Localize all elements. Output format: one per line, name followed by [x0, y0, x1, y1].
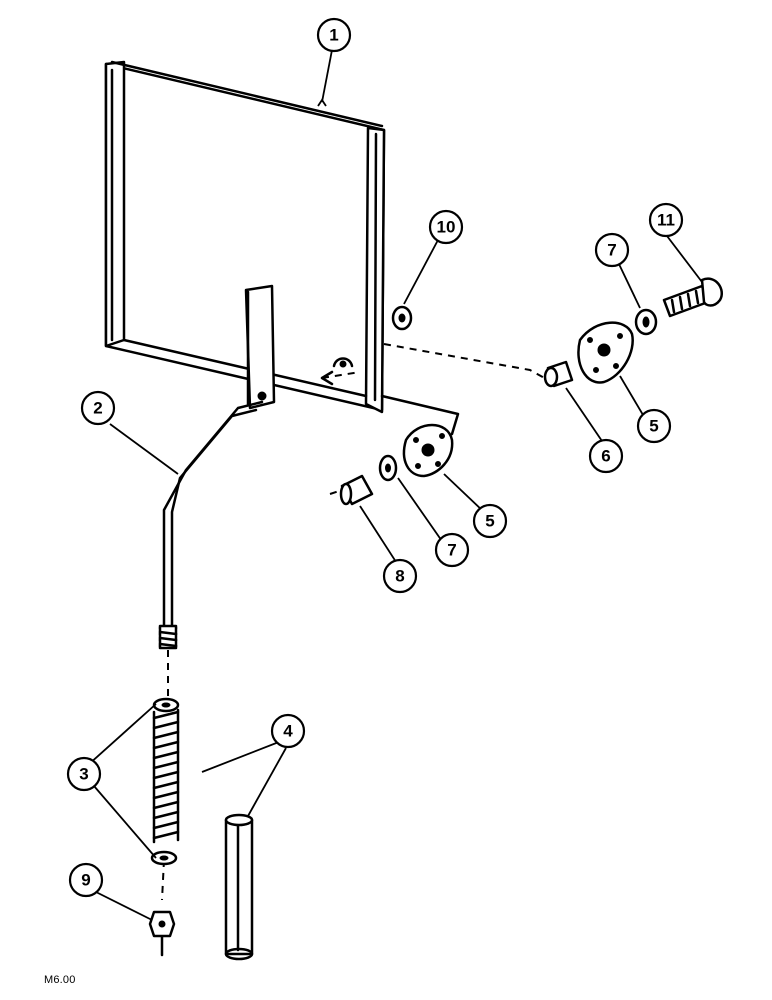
nut	[148, 910, 176, 938]
callout-2: 2	[80, 390, 116, 426]
svg-text:9: 9	[81, 871, 90, 890]
svg-text:11: 11	[657, 211, 675, 230]
callout-3: 3	[66, 756, 102, 792]
svg-text:6: 6	[601, 447, 610, 466]
svg-text:5: 5	[649, 417, 658, 436]
bent-rod	[158, 400, 264, 650]
right-pivot-assembly	[391, 277, 723, 388]
callout-5-upper: 5	[636, 408, 672, 444]
callout-7-lower: 7	[434, 532, 470, 568]
svg-text:10: 10	[437, 218, 456, 237]
callout-5-lower: 5	[472, 503, 508, 539]
svg-text:8: 8	[395, 567, 404, 586]
callout-6: 6	[588, 438, 624, 474]
svg-text:4: 4	[283, 722, 293, 741]
callout-9: 9	[68, 862, 104, 898]
svg-text:7: 7	[607, 241, 616, 260]
callout-1: 1	[316, 17, 352, 53]
callout-11: 11	[648, 202, 684, 238]
callout-8: 8	[382, 558, 418, 594]
svg-text:3: 3	[79, 765, 88, 784]
svg-text:1: 1	[329, 26, 338, 45]
plate-panel	[104, 60, 549, 436]
callout-10: 10	[428, 209, 464, 245]
leader-lines	[87, 49, 703, 921]
callout-4: 4	[270, 713, 306, 749]
callout-7-upper: 7	[594, 232, 630, 268]
spring-assembly	[150, 697, 180, 866]
lower-pivot-assembly	[329, 423, 454, 506]
svg-text:2: 2	[93, 399, 102, 418]
svg-text:5: 5	[485, 512, 494, 531]
svg-text:7: 7	[447, 541, 456, 560]
sleeve-tube	[224, 813, 254, 961]
figure-code: M6.00	[44, 974, 76, 986]
